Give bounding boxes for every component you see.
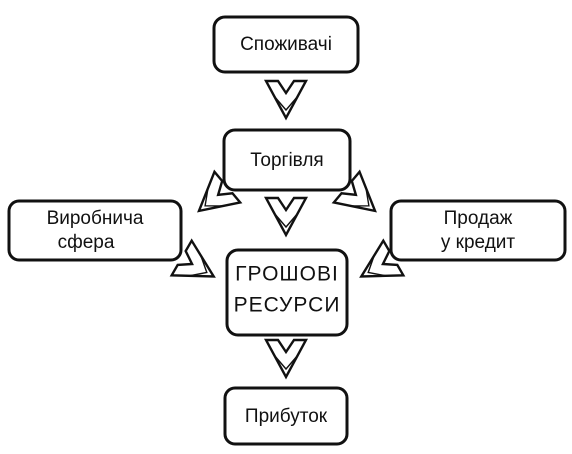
node-production-line1: Виробнича — [47, 208, 144, 229]
node-credit-sales-line2: у кредит — [441, 232, 516, 253]
node-production: Виробнича сфера — [7, 199, 183, 262]
node-credit-sales: Продаж у кредит — [389, 199, 567, 262]
node-production-line2: сфера — [58, 232, 115, 253]
node-consumers-label: Споживачі — [240, 34, 332, 55]
node-trade-label: Торгівля — [250, 150, 323, 171]
arrow-trade-to-production — [197, 169, 243, 213]
node-trade: Торгівля — [222, 128, 352, 192]
node-profit-box — [223, 386, 349, 446]
node-profit-label: Прибуток — [245, 406, 328, 427]
arrow-credit-sales-to-monetary-resources — [359, 238, 406, 278]
arrow-production-to-monetary-resources — [169, 238, 216, 278]
node-monetary-resources-box — [225, 248, 349, 337]
node-credit-sales-line1: Продаж — [444, 208, 513, 229]
node-monetary-resources: ГРОШОВІ РЕСУРСИ — [225, 248, 349, 337]
arrow-consumers-to-trade — [263, 79, 309, 121]
node-credit-sales-box — [389, 199, 567, 262]
node-consumers: Споживачі — [212, 15, 360, 74]
node-production-box — [7, 199, 183, 262]
arrow-trade-to-credit-sales — [331, 169, 377, 213]
node-consumers-box — [212, 15, 360, 74]
node-monetary-resources-line1: ГРОШОВІ — [235, 263, 339, 286]
node-monetary-resources-line2: РЕСУРСИ — [234, 294, 341, 317]
node-trade-box — [222, 128, 352, 192]
arrow-trade-to-monetary-resources — [263, 196, 309, 238]
node-profit: Прибуток — [223, 386, 349, 446]
arrow-monetary-resources-to-profit — [263, 338, 309, 380]
